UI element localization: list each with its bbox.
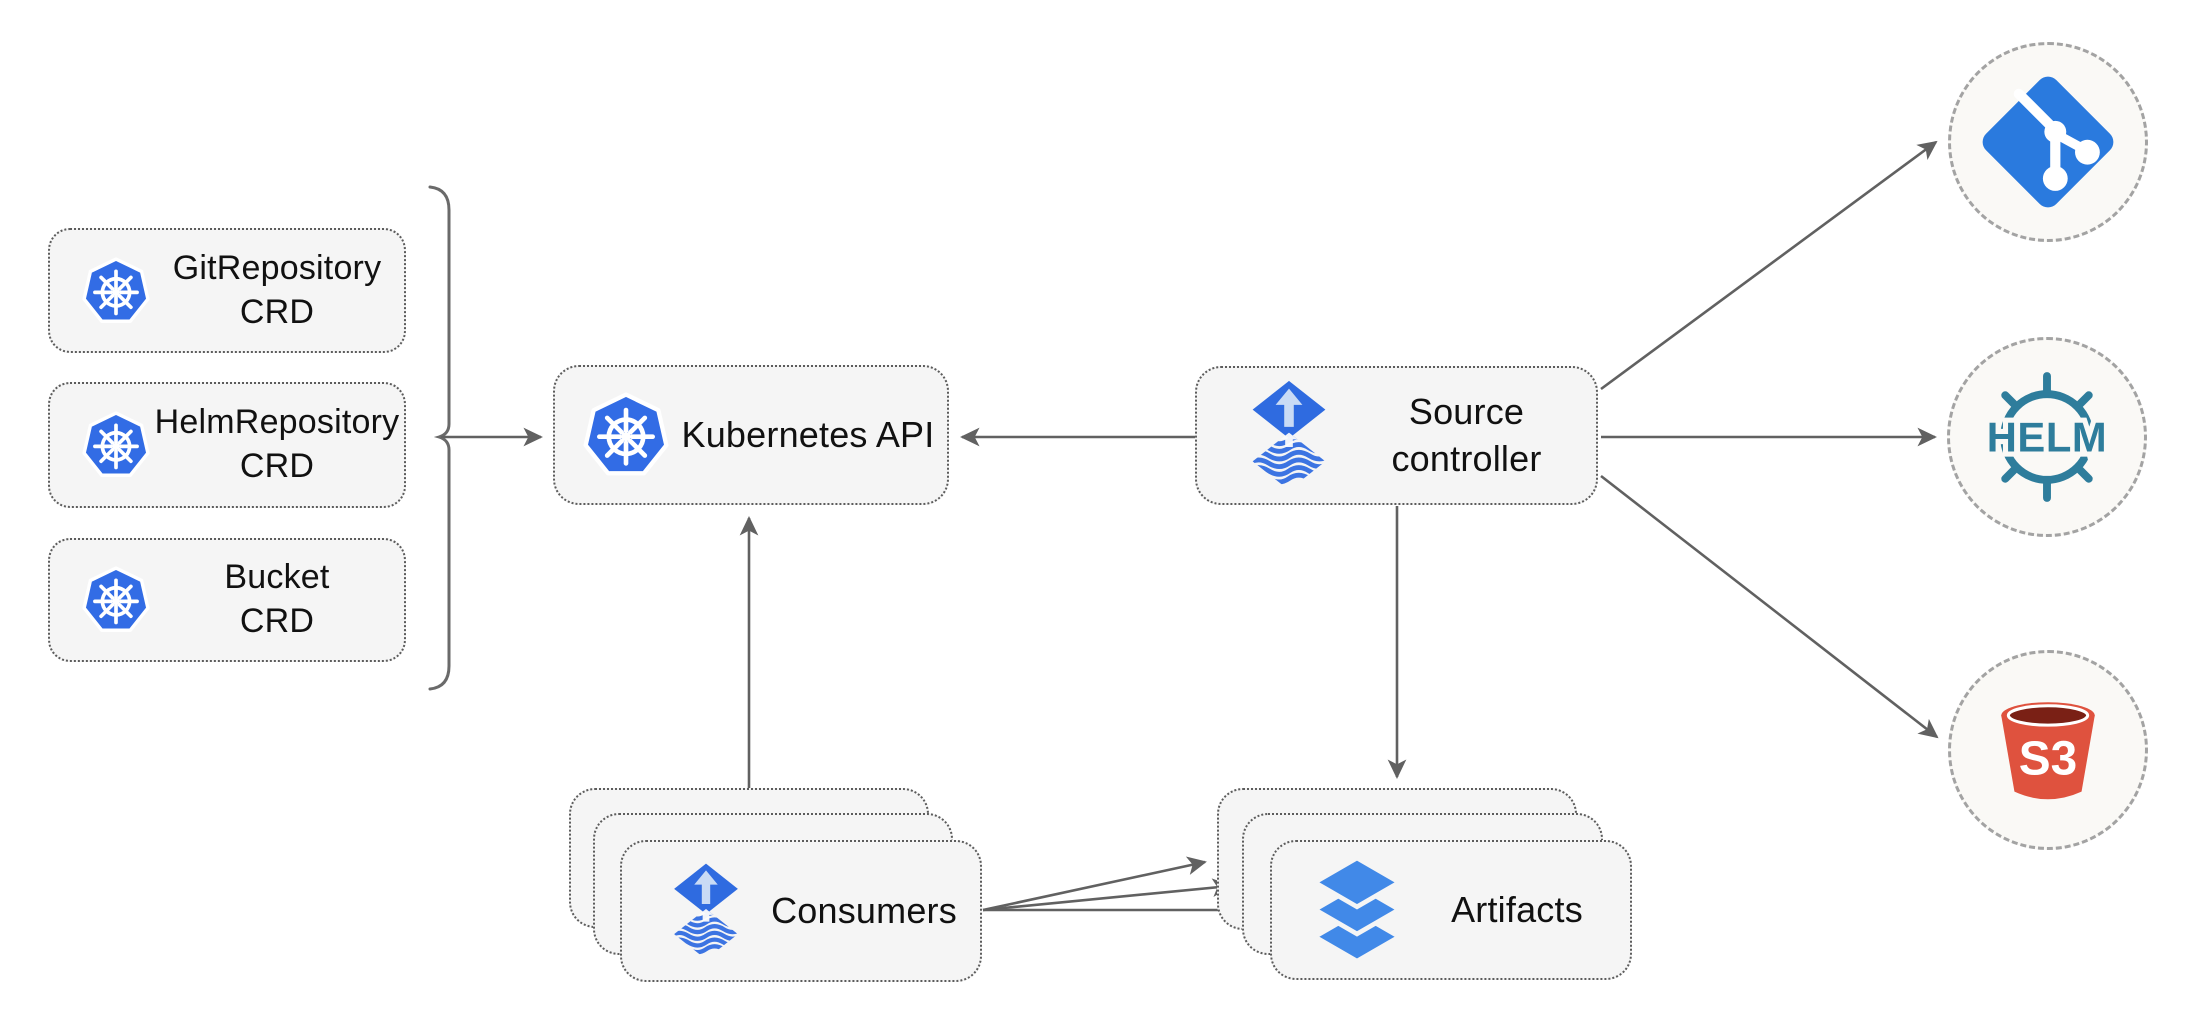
helm-icon: HELM [1982, 372, 2112, 502]
kubernetes-icon [583, 392, 669, 478]
node-label: Kubernetes API [681, 413, 935, 455]
node-label: Bucket CRD [224, 558, 330, 640]
arrow-consumers-to-artifacts-middle [982, 878, 1232, 912]
node-label: Consumers [771, 889, 957, 931]
node-git-source [1948, 42, 2148, 242]
node-helmrepository-crd: HelmRepository CRD [48, 382, 406, 508]
helm-logo-text: HELM [1987, 414, 2108, 461]
crd-group-bracket [428, 185, 451, 691]
node-kubernetes-api: Kubernetes API [553, 365, 949, 505]
node-label: HelmRepository CRD [154, 403, 400, 485]
node-helm-source: HELM [1947, 337, 2147, 537]
arrow-consumers-to-artifacts-back [982, 856, 1207, 912]
flux-icon [664, 862, 748, 961]
node-artifacts: Artifacts [1270, 840, 1632, 980]
node-gitrepository-crd: GitRepository CRD [48, 228, 406, 353]
kubernetes-icon [82, 411, 150, 479]
node-label: Source controller [1391, 391, 1542, 479]
node-consumers: Consumers [620, 840, 982, 982]
s3-bucket-icon: S3 [2001, 702, 2095, 800]
arrow-source-controller-to-s3 [1600, 474, 1939, 739]
kubernetes-icon [82, 566, 150, 634]
layers-icon [1310, 858, 1404, 963]
s3-logo-text: S3 [2019, 732, 2077, 785]
git-icon [1982, 76, 2114, 208]
flux-icon [1241, 379, 1337, 492]
node-label: Artifacts [1451, 888, 1583, 930]
kubernetes-icon [82, 257, 150, 325]
node-label: GitRepository CRD [172, 248, 382, 331]
arrow-source-controller-to-git [1600, 140, 1938, 391]
node-bucket-crd: Bucket CRD [48, 538, 406, 662]
node-source-controller: Source controller [1195, 366, 1598, 505]
node-s3-source: S3 [1948, 650, 2148, 850]
